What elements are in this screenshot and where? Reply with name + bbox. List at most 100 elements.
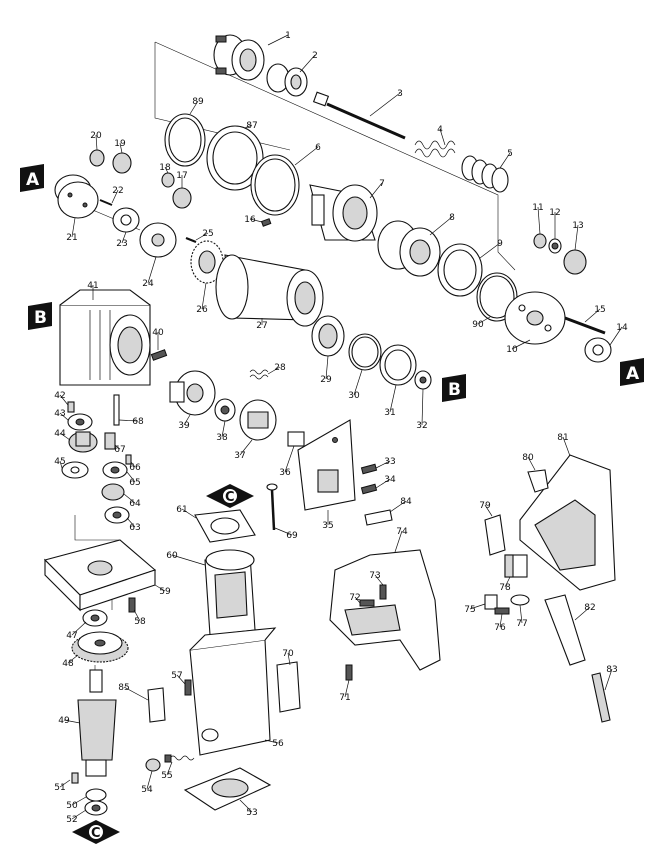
part-47-bearing <box>82 609 108 627</box>
part-number-90: 90 <box>472 320 484 330</box>
part-number-49: 49 <box>58 716 70 726</box>
leader-line-60 <box>171 554 206 566</box>
part-27-barrel <box>215 254 324 327</box>
part-number-30: 30 <box>348 391 360 401</box>
part-number-47: 47 <box>66 631 77 641</box>
leader-line-37 <box>239 439 253 456</box>
part-number-66: 66 <box>129 463 141 473</box>
part-number-89: 89 <box>192 97 204 107</box>
leader-line-90 <box>477 316 491 325</box>
part-number-80: 80 <box>522 453 534 463</box>
part-number-34: 34 <box>384 475 396 485</box>
part-60-field <box>204 549 256 636</box>
leader-line-51 <box>59 779 71 788</box>
part-number-42: 42 <box>54 391 65 401</box>
part-number-81: 81 <box>557 433 568 443</box>
leader-line-8 <box>429 216 453 236</box>
part-83-cord <box>591 672 611 723</box>
part-52-bearing <box>84 800 108 816</box>
part-44-gear <box>68 431 98 453</box>
part-number-20: 20 <box>90 131 102 141</box>
part-22-pin <box>99 199 113 206</box>
leader-line-79 <box>484 504 493 517</box>
leader-line-67 <box>114 444 121 450</box>
part-number-6: 6 <box>315 143 321 153</box>
leader-line-7 <box>369 182 383 199</box>
part-10-cylinder-flange <box>504 291 566 345</box>
leader-line-81 <box>562 436 571 457</box>
part-4-compression-spring <box>414 140 456 158</box>
part-number-75: 75 <box>464 605 475 615</box>
part-number-3: 3 <box>397 89 403 99</box>
leader-line-30 <box>353 369 363 396</box>
leader-line-42 <box>59 394 69 406</box>
part-16-screw <box>260 218 272 227</box>
leader-line-3 <box>369 92 401 117</box>
leader-line-56 <box>264 739 279 744</box>
part-number-29: 29 <box>320 375 332 385</box>
part-number-22: 22 <box>112 186 123 196</box>
part-32-bearing <box>414 370 432 390</box>
leader-lines <box>59 34 623 820</box>
part-14-washer <box>584 337 612 363</box>
part-54-brush-cap <box>145 758 161 772</box>
part-9-ring <box>437 243 483 297</box>
part-number-23: 23 <box>116 239 127 249</box>
leader-line-28 <box>267 366 281 375</box>
part-84-label <box>364 509 393 526</box>
part-81-handle-cover <box>519 454 616 591</box>
leader-line-26 <box>201 282 207 310</box>
part-5-coil-spring <box>461 155 509 193</box>
svg-text:C: C <box>91 826 101 841</box>
leader-line-87 <box>244 124 253 129</box>
part-72-screw <box>359 599 375 607</box>
part-39-crank-gear <box>169 370 216 416</box>
part-25-pin <box>185 236 197 244</box>
leader-line-71 <box>344 679 350 698</box>
part-number-8: 8 <box>449 213 455 223</box>
part-number-13: 13 <box>572 221 583 231</box>
part-50-bearing <box>85 788 107 802</box>
part-number-64: 64 <box>129 499 141 509</box>
part-58-screw <box>128 597 136 613</box>
leader-line-77 <box>519 604 523 624</box>
part-number-38: 38 <box>216 433 228 443</box>
leader-line-50 <box>71 796 87 806</box>
svg-text:A: A <box>26 170 40 190</box>
leader-line-75 <box>469 603 486 610</box>
leader-line-57 <box>176 674 186 685</box>
leader-line-82 <box>574 606 591 621</box>
part-21-carrier <box>54 174 99 219</box>
part-number-26: 26 <box>196 305 208 315</box>
part-number-41: 41 <box>87 281 98 291</box>
part-89-o-ring <box>164 113 206 167</box>
part-19-gear <box>112 152 132 174</box>
leader-line-48 <box>67 654 79 664</box>
part-59-gear-housing <box>43 539 157 612</box>
part-number-74: 74 <box>396 527 408 537</box>
part-17-gear <box>172 187 192 209</box>
leader-line-2 <box>299 54 316 73</box>
leader-line-32 <box>421 388 424 426</box>
part-35-bearing-box <box>297 419 356 511</box>
part-78-switch <box>504 554 528 578</box>
leader-line-58 <box>133 609 141 622</box>
part-11-gear <box>533 233 547 249</box>
part-number-60: 60 <box>166 551 178 561</box>
svg-text:C: C <box>225 490 235 505</box>
leader-line-20 <box>95 134 98 151</box>
part-number-19: 19 <box>114 139 126 149</box>
part-number-5: 5 <box>507 149 513 159</box>
leader-line-19 <box>119 142 123 154</box>
leader-line-73 <box>374 574 384 586</box>
part-3-spindle <box>312 91 406 140</box>
leader-line-54 <box>146 770 153 790</box>
part-number-9: 9 <box>497 239 503 249</box>
leader-line-68 <box>118 419 139 422</box>
part-number-82: 82 <box>584 603 595 613</box>
leader-line-59 <box>154 584 166 592</box>
part-number-73: 73 <box>369 571 380 581</box>
part-82-cord-guard <box>544 594 586 666</box>
leader-line-74 <box>394 530 403 553</box>
